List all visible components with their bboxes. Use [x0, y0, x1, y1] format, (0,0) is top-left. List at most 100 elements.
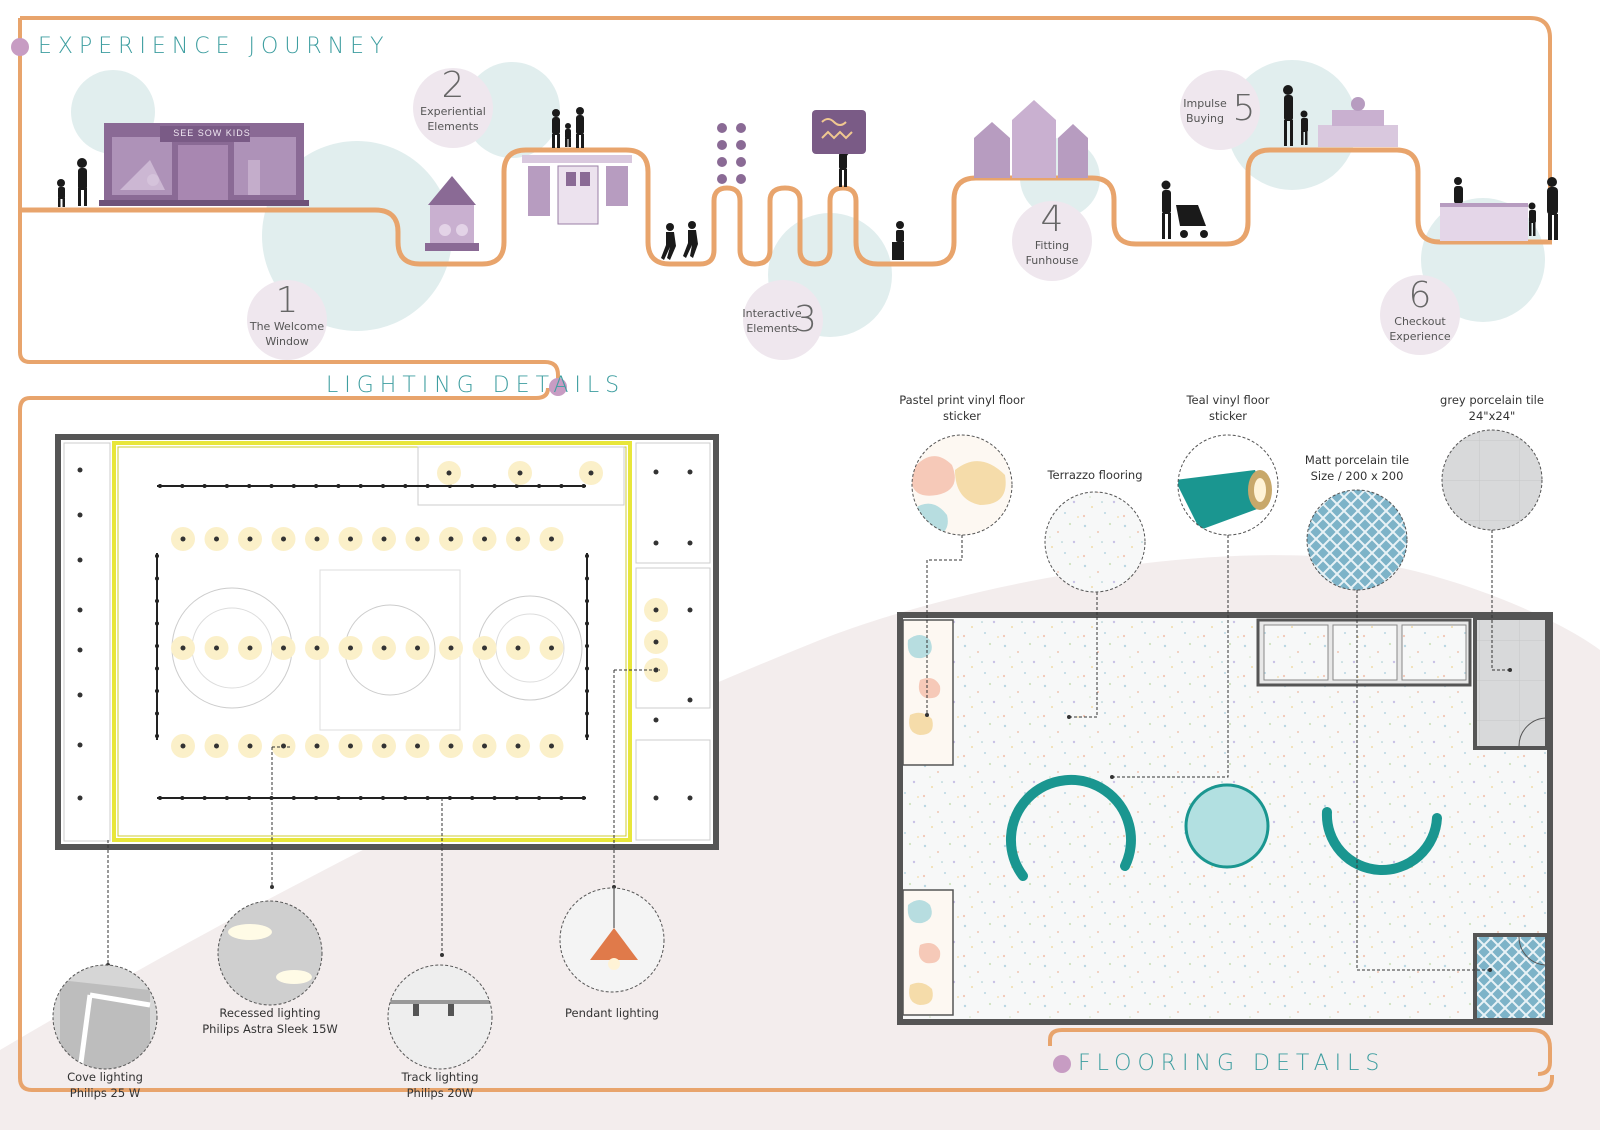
light-fixture — [415, 743, 420, 749]
step-3: Interactive Elements — [742, 306, 802, 336]
light-fixture — [482, 743, 487, 749]
track-spot — [155, 734, 159, 738]
light-fixture — [348, 645, 353, 651]
terrazzo-sample — [1044, 491, 1146, 593]
journey-path — [20, 147, 1552, 267]
lighting-leaders — [107, 669, 660, 965]
track-spot — [291, 796, 296, 800]
track-spot — [202, 484, 207, 488]
track-spot — [585, 621, 589, 626]
light-fixture — [247, 743, 253, 749]
pendant-lighting-sample — [559, 887, 665, 993]
light-fixture — [77, 557, 83, 563]
fitting-funhouse — [974, 100, 1088, 178]
light-fixture — [281, 645, 286, 651]
checkout-counter — [1440, 203, 1528, 241]
step-label: Experience — [1389, 330, 1451, 343]
track-spot — [291, 484, 296, 488]
track-spot — [581, 796, 586, 800]
light-fixture — [482, 536, 487, 542]
track-spot — [180, 796, 185, 800]
track-spot — [314, 796, 319, 800]
track-spot — [358, 484, 363, 488]
light-fixture — [687, 697, 693, 703]
flooring-frame — [1048, 1028, 1552, 1076]
light-fixture — [77, 607, 83, 613]
light-fixture — [180, 645, 186, 651]
light-fixture — [77, 467, 83, 473]
track-spot — [381, 796, 385, 800]
light-fixture — [549, 743, 554, 749]
track-spot — [585, 644, 589, 648]
track-spot — [314, 484, 319, 488]
step-label: Buying — [1185, 112, 1225, 125]
light-fixture — [281, 743, 286, 749]
pastel-vinyl-sample — [911, 434, 1013, 536]
track-spot — [247, 484, 252, 488]
track-spot — [492, 796, 497, 800]
light-fixture — [281, 536, 286, 542]
track-spot — [514, 796, 519, 800]
light-fixture — [180, 536, 186, 542]
track-spot — [155, 576, 159, 581]
light-fixture — [517, 470, 523, 476]
light-fixture — [314, 743, 320, 749]
track-spot — [224, 484, 229, 488]
step-label: Fitting — [1034, 239, 1070, 252]
track-spot — [425, 796, 430, 800]
light-fixture — [653, 717, 659, 723]
track-spot — [537, 484, 542, 488]
light-fixture — [415, 536, 420, 542]
track-spot — [158, 484, 162, 488]
light-fixture — [348, 743, 353, 749]
light-fixture — [653, 469, 659, 475]
teal-vinyl-sample — [1177, 434, 1279, 536]
track-spot — [155, 621, 159, 626]
porcelain-tile-sample — [1306, 489, 1408, 591]
light-fixture — [314, 536, 320, 542]
track-spot — [358, 796, 363, 800]
step-label: Interactive — [742, 307, 802, 320]
carousel-illustration — [425, 176, 479, 251]
light-fixture — [588, 470, 594, 476]
track-spot — [269, 484, 274, 488]
light-fixture — [77, 742, 83, 748]
store-sign: SEE SOW KIDS — [173, 128, 251, 138]
step-label: The Welcome — [249, 320, 325, 333]
step-5-number: 5 — [1232, 91, 1256, 127]
light-fixture — [381, 645, 387, 651]
step-label: Experiential — [420, 105, 486, 118]
light-fixture — [214, 536, 219, 542]
light-fixture — [687, 469, 693, 475]
light-fixture — [180, 743, 186, 749]
light-fixture — [515, 536, 521, 542]
step-number: 1 — [275, 280, 299, 321]
light-fixture — [482, 645, 487, 651]
track-spot — [559, 484, 564, 488]
step-number: 6 — [1408, 275, 1432, 316]
track-spot — [247, 796, 252, 800]
grey-tile-sample — [1441, 429, 1543, 531]
track-spot — [559, 796, 564, 800]
light-fixture — [448, 536, 454, 542]
track-spot — [155, 689, 159, 693]
experience-journey-title: EXPERIENCE JOURNEY — [38, 34, 390, 59]
track-spot — [403, 484, 408, 488]
step-number: 4 — [1040, 199, 1064, 240]
track-spot — [447, 484, 452, 488]
track-spot — [224, 796, 229, 800]
light-fixture — [653, 795, 659, 801]
light-fixture — [446, 470, 452, 476]
flooring-plan — [897, 612, 1553, 1025]
light-fixture — [381, 536, 387, 542]
step-5: Impulse Buying — [1180, 96, 1230, 126]
lighting-frame — [18, 387, 1554, 1092]
step-label: Elements — [746, 322, 798, 335]
light-fixture — [448, 645, 454, 651]
light-fixture — [515, 645, 521, 651]
track-spot — [336, 484, 341, 488]
track-spot — [514, 484, 519, 488]
track-spot — [155, 644, 159, 648]
